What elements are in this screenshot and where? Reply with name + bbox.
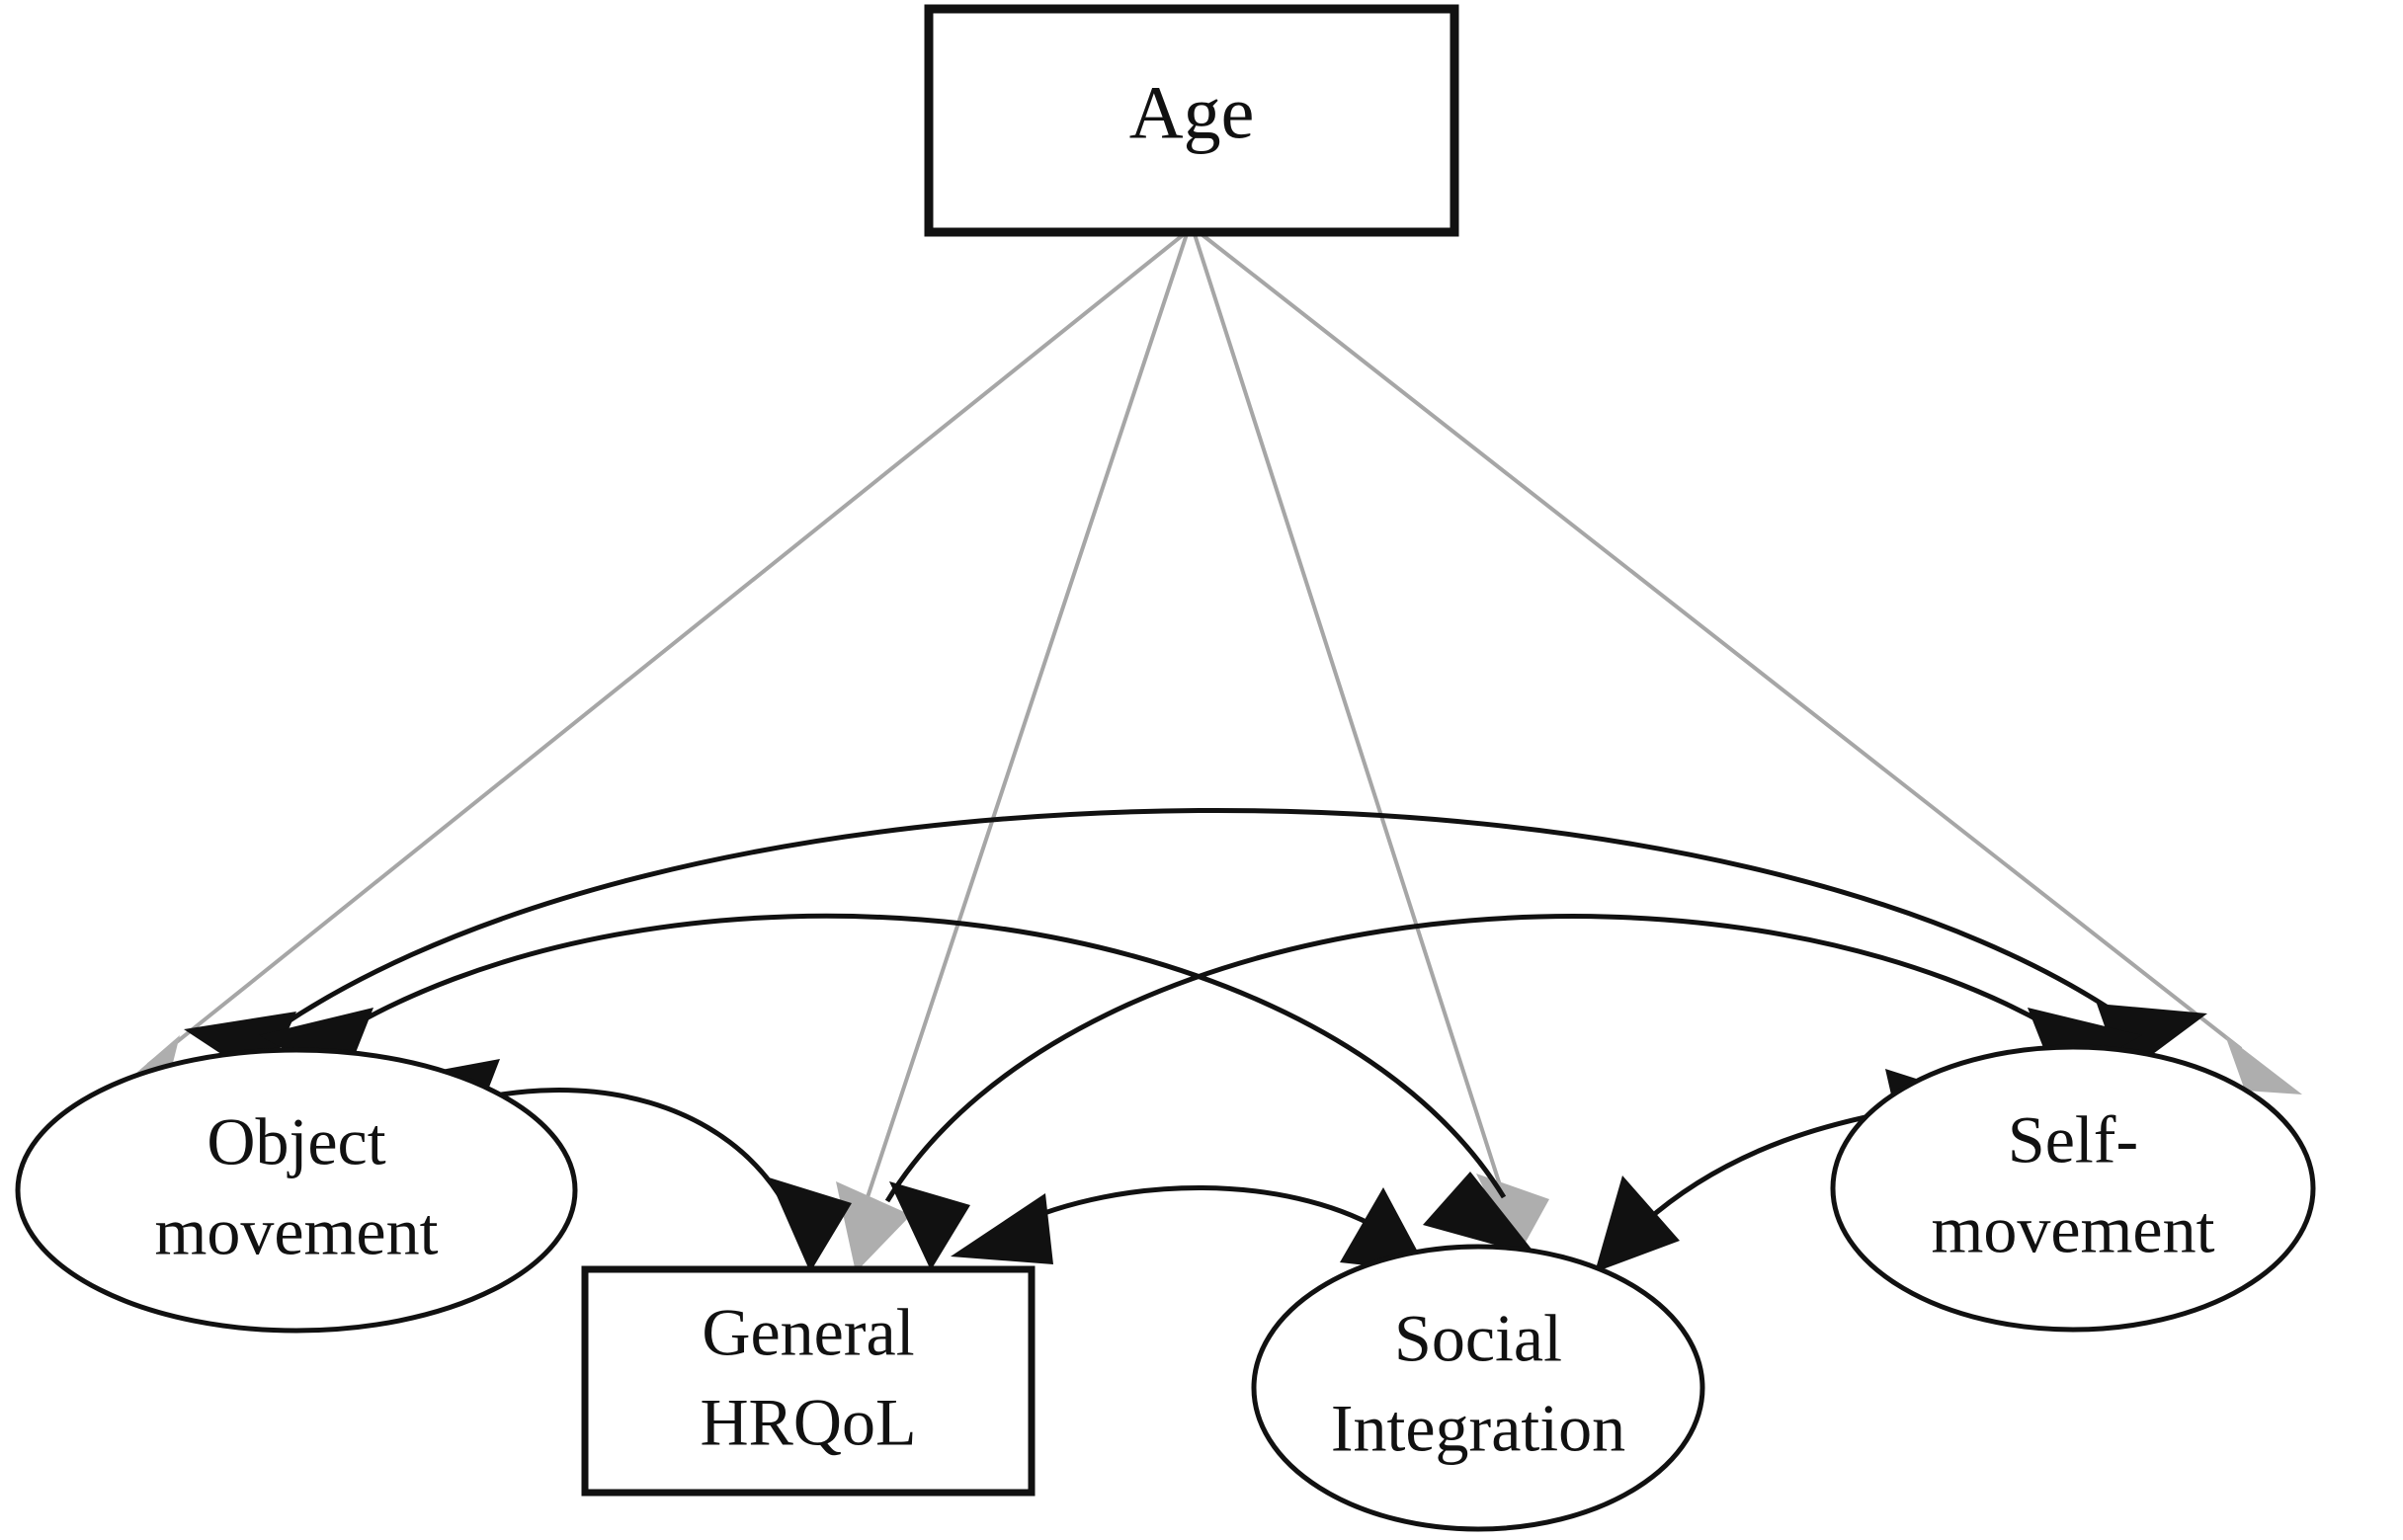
arrowhead-social-from-self: [1595, 1175, 1680, 1272]
edge-arc-object-hrqol: [446, 1088, 789, 1209]
node-self-movement[interactable]: Self- movement: [1830, 1044, 2316, 1333]
node-general-hrqol-label-line1: General: [702, 1295, 914, 1370]
node-general-hrqol[interactable]: General HRQoL: [581, 1265, 1036, 1497]
edge-object-movement-self-movement: [184, 807, 2207, 1083]
node-object-movement-label-line1: Object: [207, 1104, 385, 1179]
edge-arc-object-social: [312, 913, 1507, 1199]
node-general-hrqol-label-line2: HRQoL: [700, 1385, 916, 1460]
arrowhead-social-from-hrqol: [1340, 1187, 1429, 1272]
arrowhead-age-self: [2225, 1035, 2302, 1094]
node-age-shape[interactable]: [924, 4, 1459, 237]
edge-arc-object-self: [227, 807, 2162, 1067]
node-social-integration-label-line1: Social: [1394, 1301, 1562, 1376]
arrowhead-hrqol-from-self: [889, 1181, 970, 1270]
node-social-integration[interactable]: Social Integration: [1251, 1244, 1705, 1532]
edge-age-to-object-movement: [107, 229, 1190, 1098]
node-self-movement-label-line2: movement: [1931, 1192, 2214, 1267]
node-object-movement[interactable]: Object movement: [15, 1047, 578, 1334]
edge-general-hrqol-social-integration: [951, 1185, 1429, 1272]
edge-line-age-self: [1196, 229, 2243, 1051]
edge-age-to-social-integration: [1192, 230, 1549, 1256]
node-general-hrqol-shape[interactable]: [581, 1265, 1036, 1497]
edge-line-age-object: [146, 229, 1190, 1067]
arrowhead-age-hrqol: [836, 1181, 911, 1272]
edge-line-age-hrqol: [864, 230, 1190, 1204]
arrowhead-age-social: [1476, 1174, 1549, 1256]
node-social-integration-label-line2: Integration: [1331, 1391, 1625, 1466]
edge-arc-hrqol-self: [884, 914, 2089, 1203]
node-social-integration-shape[interactable]: [1251, 1244, 1705, 1532]
edge-age-to-self-movement: [1196, 229, 2302, 1094]
arrowhead-hrqol-from-object: [769, 1177, 852, 1272]
node-self-movement-shape[interactable]: [1830, 1044, 2316, 1333]
edge-line-age-social: [1192, 230, 1504, 1192]
arrowhead-hrqol-from-social: [951, 1193, 1053, 1264]
node-self-movement-label-line1: Self-: [2008, 1102, 2138, 1177]
node-age-label: Age: [1129, 71, 1255, 154]
node-age[interactable]: Age: [924, 4, 1459, 237]
node-object-movement-label-line2: movement: [154, 1194, 438, 1269]
node-object-movement-shape[interactable]: [15, 1047, 578, 1334]
arrowhead-social-from-object: [1423, 1172, 1537, 1256]
edge-arc-hrqol-social: [1008, 1185, 1381, 1232]
edge-age-to-general-hrqol: [836, 230, 1190, 1272]
